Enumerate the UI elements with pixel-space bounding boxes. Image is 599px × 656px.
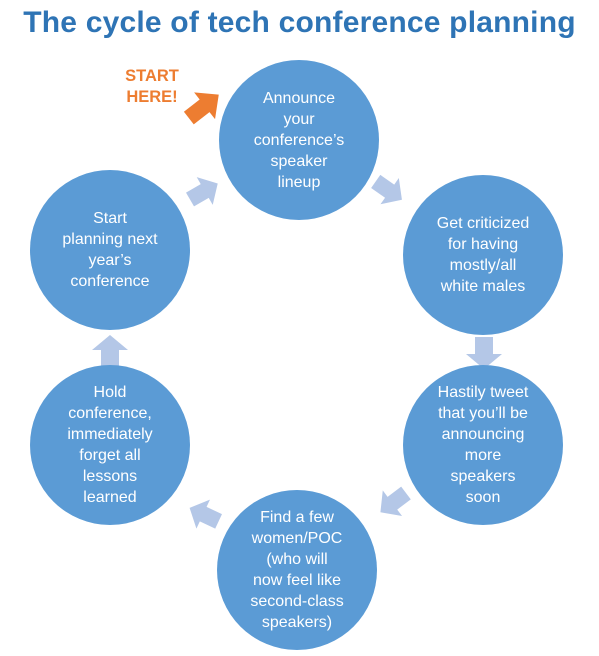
cycle-step-plan-next: Start planning next year’s conference xyxy=(30,170,190,330)
cycle-step-tweet: Hastily tweet that you’ll be announcing … xyxy=(403,365,563,525)
diagram-title: The cycle of tech conference planning xyxy=(23,6,576,39)
cycle-step-announce-text: Announce your conference’s speaker lineu… xyxy=(253,89,345,191)
cycle-step-find-speakers-text: Find a few women/POC (who will now feel … xyxy=(250,509,344,631)
cycle-step-hold-conference-text: Hold conference, immediately forget all … xyxy=(67,384,153,506)
cycle-step-hold-conference: Hold conference, immediately forget all … xyxy=(30,365,190,525)
arrow-node5-to-node6 xyxy=(92,335,128,367)
start-label-line-1: START xyxy=(125,67,179,85)
cycle-step-find-speakers: Find a few women/POC (who will now feel … xyxy=(217,490,377,650)
start-arrow-icon xyxy=(183,92,219,125)
arrow-node3-to-node4 xyxy=(380,486,411,516)
cycle-step-tweet-text: Hastily tweet that you’ll be announcing … xyxy=(437,384,529,506)
cycle-step-announce: Announce your conference’s speaker lineu… xyxy=(219,60,379,220)
arrow-node1-to-node2 xyxy=(371,174,402,205)
cycle-step-criticized: Get criticized for having mostly/all whi… xyxy=(403,175,563,335)
cycle-step-criticized-text: Get criticized for having mostly/all whi… xyxy=(436,215,530,295)
cycle-step-plan-next-text: Start planning next year’s conference xyxy=(62,210,158,290)
start-label-line-2: HERE! xyxy=(126,88,178,106)
start-here-label: START HERE! xyxy=(108,66,196,108)
arrow-node6-to-node1 xyxy=(186,177,218,207)
arrow-node4-to-node5 xyxy=(189,499,222,529)
arrow-node2-to-node3 xyxy=(466,337,502,369)
